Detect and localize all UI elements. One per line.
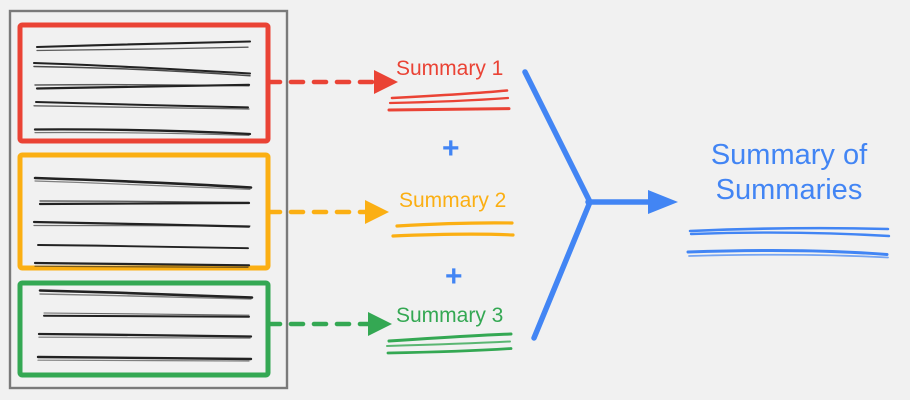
final-summary-title: Summary of Summaries: [688, 138, 890, 209]
summary-3-scribbles: [386, 332, 513, 355]
final-summary-line-2: Summaries: [715, 174, 863, 207]
arrow-to-final-summary: [522, 69, 678, 341]
red-section-text-lines: [32, 40, 252, 136]
summary-1-label: Summary 1: [396, 57, 504, 80]
green-highlighted-section[interactable]: [17, 280, 271, 378]
green-section-border: [17, 280, 271, 378]
orange-section-text-lines: [32, 176, 253, 268]
summary-1-scribbles: [387, 89, 511, 112]
plus-operator-2: +: [445, 260, 463, 293]
summary-2-label: Summary 2: [399, 189, 507, 212]
source-document: [8, 9, 289, 390]
green-section-text-lines: [36, 289, 254, 362]
arrow-to-summary-3: [265, 312, 392, 336]
red-highlighted-section[interactable]: [17, 22, 271, 144]
final-summary-scribbles: [686, 226, 891, 259]
summary-3-label: Summary 3: [396, 304, 504, 327]
final-summary-line-1: Summary of: [710, 139, 868, 171]
arrow-to-summary-2: [265, 200, 389, 224]
arrow-to-summary-1: [265, 70, 398, 94]
summary-2-scribbles: [391, 221, 515, 238]
plus-operator-1: +: [442, 132, 460, 165]
